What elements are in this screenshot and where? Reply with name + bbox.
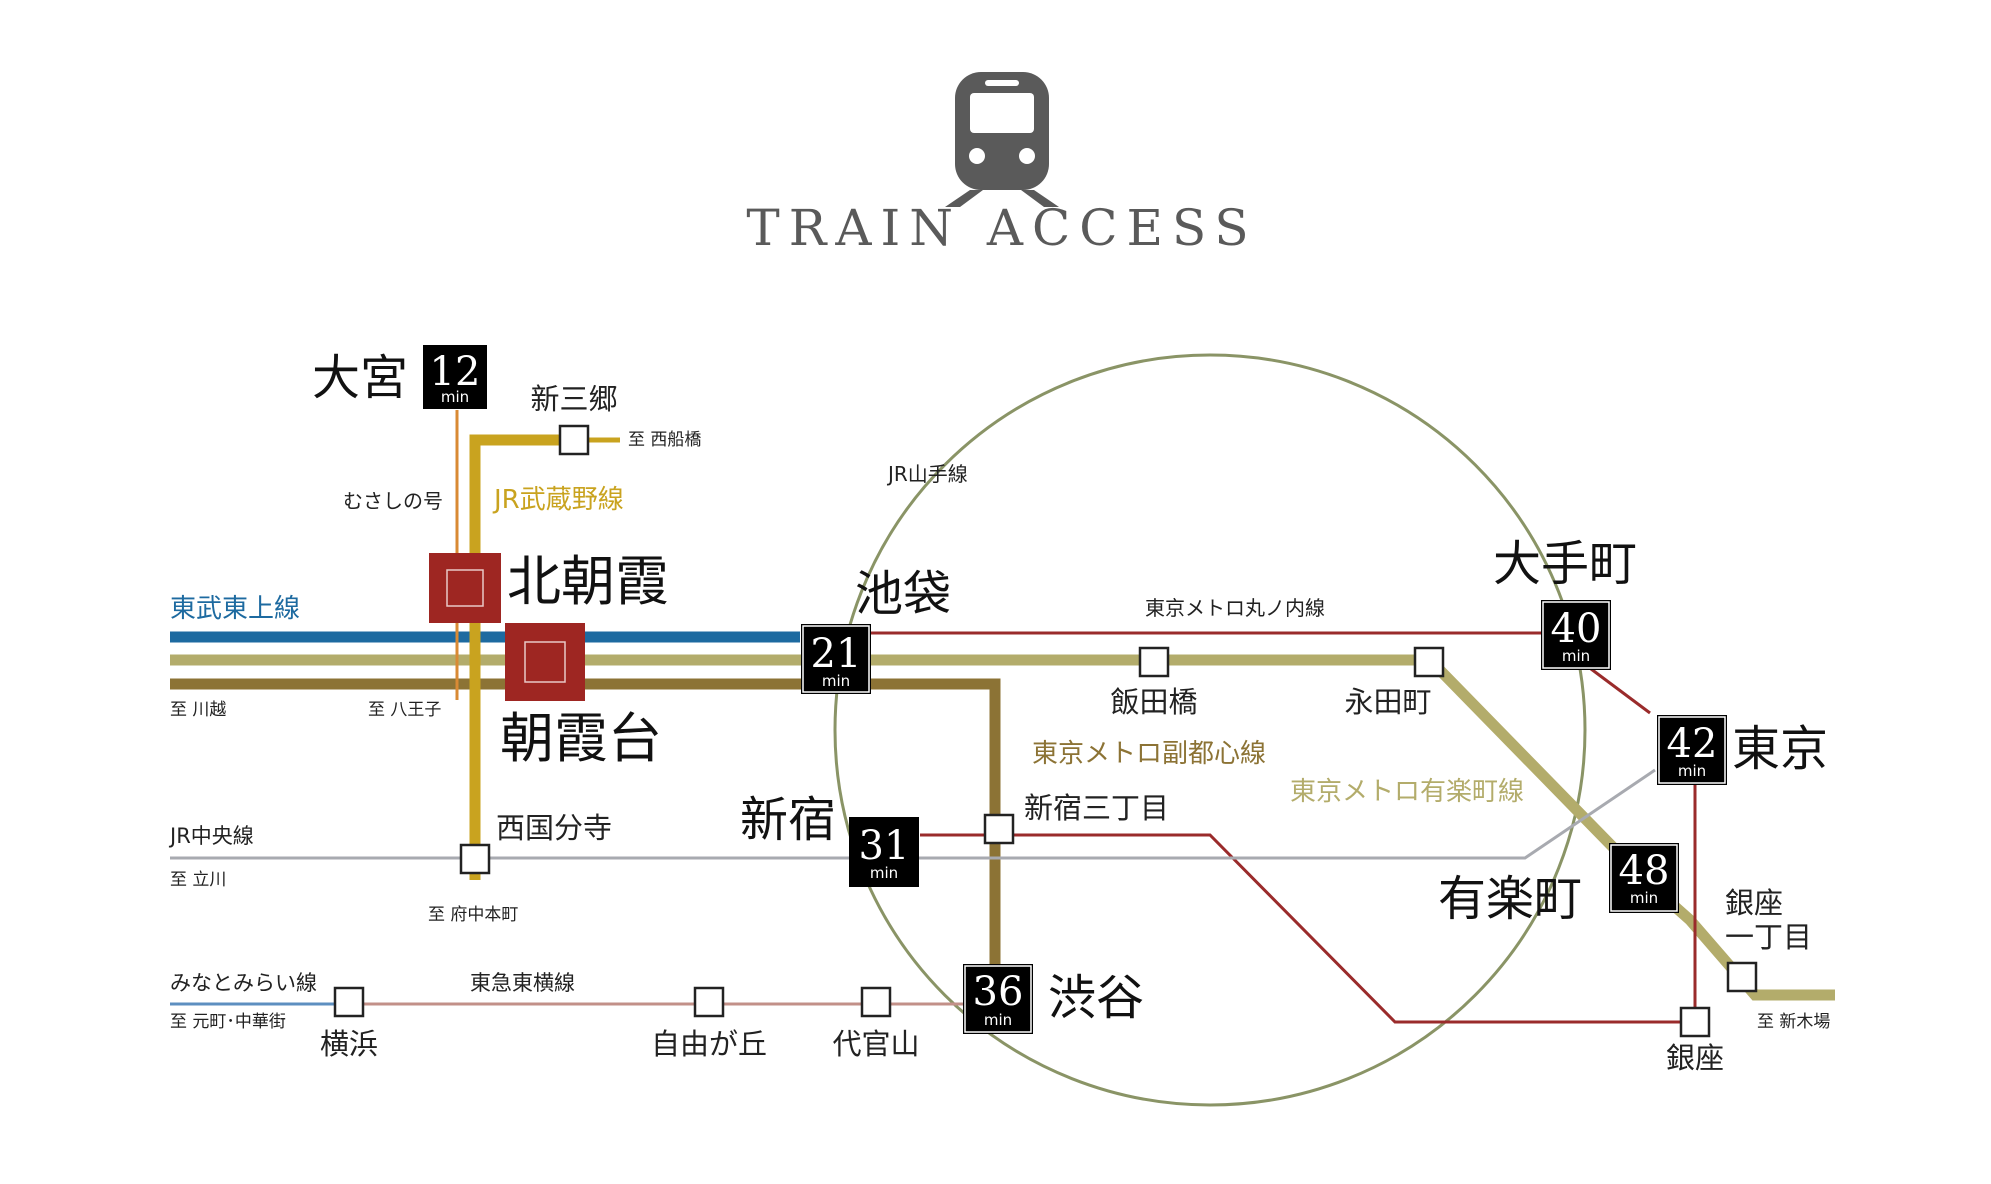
- station-marker-shinmisato[interactable]: [558, 424, 590, 456]
- station-label-ginza-1-line2[interactable]: 一丁目: [1725, 920, 1812, 954]
- svg-text:min: min: [984, 1011, 1012, 1029]
- direction-fuchuhonmachi: 至 府中本町: [428, 905, 518, 925]
- station-label-iidabashi[interactable]: 飯田橋: [1110, 685, 1197, 719]
- svg-text:min: min: [1562, 647, 1590, 665]
- time-badge-ikebukuro: 21 min: [801, 624, 871, 694]
- station-marker-shinjuku-sanchome[interactable]: [983, 813, 1015, 845]
- station-label-kitaasaka[interactable]: 北朝霞: [507, 550, 669, 613]
- station-label-shinmisato[interactable]: 新三郷: [530, 382, 617, 416]
- fukutoshin-line-track: [170, 678, 1001, 985]
- station-marker-ginza[interactable]: [1679, 1006, 1711, 1038]
- page-title: TRAIN ACCESS: [746, 199, 1257, 257]
- station-label-daikanyama[interactable]: 代官山: [832, 1027, 919, 1061]
- station-marker-nagatacho[interactable]: [1413, 646, 1445, 678]
- chuo-line-track: [170, 768, 1656, 860]
- svg-text:12: 12: [430, 349, 481, 395]
- direction-motomachi: 至 元町･中華街: [170, 1012, 286, 1032]
- station-label-yokohama[interactable]: 横浜: [320, 1027, 378, 1061]
- line-label-fukutoshin: 東京メトロ副都心線: [1032, 739, 1266, 769]
- svg-text:42: 42: [1667, 721, 1718, 767]
- station-label-otemachi[interactable]: 大手町: [1493, 536, 1637, 592]
- svg-text:31: 31: [859, 823, 910, 869]
- line-label-yurakucho: 東京メトロ有楽町線: [1290, 777, 1524, 807]
- line-label-yamanote: JR山手線: [886, 462, 968, 486]
- svg-text:min: min: [1630, 889, 1658, 907]
- station-marker-yokohama[interactable]: [333, 986, 365, 1018]
- svg-text:min: min: [870, 864, 898, 882]
- line-label-chuo: JR中央線: [168, 824, 254, 848]
- svg-text:36: 36: [973, 969, 1024, 1015]
- svg-text:min: min: [441, 388, 469, 406]
- station-label-nagatacho[interactable]: 永田町: [1344, 685, 1431, 719]
- station-label-shinjuku-sanchome[interactable]: 新宿三丁目: [1024, 791, 1169, 825]
- time-badge-shinjuku: 31 min: [849, 817, 919, 887]
- station-marker-daikanyama[interactable]: [860, 986, 892, 1018]
- station-marker-nishikokubunji[interactable]: [459, 843, 491, 875]
- direction-shinkiba: 至 新木場: [1757, 1012, 1830, 1032]
- time-badge-omiya: 12 min: [423, 345, 487, 409]
- station-marker-jiyugaoka[interactable]: [693, 986, 725, 1018]
- direction-kawagoe: 至 川越: [170, 700, 226, 720]
- station-label-omiya[interactable]: 大宮: [312, 350, 408, 406]
- station-label-yurakucho[interactable]: 有楽町: [1438, 871, 1582, 927]
- svg-text:21: 21: [811, 631, 862, 677]
- direction-nishifunabashi: 至 西船橋: [628, 430, 701, 450]
- musashino-line-track: [469, 434, 560, 880]
- station-marker-ginza-1[interactable]: [1726, 961, 1758, 993]
- line-label-minatomirai: みなとみらい線: [170, 971, 317, 995]
- time-badge-shibuya: 36 min: [963, 964, 1033, 1034]
- line-label-tobu: 東武東上線: [170, 594, 300, 624]
- station-label-shibuya[interactable]: 渋谷: [1048, 970, 1144, 1026]
- station-label-ikebukuro[interactable]: 池袋: [855, 566, 951, 622]
- direction-tachikawa: 至 立川: [170, 870, 226, 890]
- line-label-marunouchi: 東京メトロ丸ノ内線: [1145, 596, 1325, 620]
- station-label-shinjuku[interactable]: 新宿: [740, 792, 836, 848]
- svg-text:40: 40: [1551, 606, 1602, 652]
- yamanote-line: [833, 353, 1587, 1107]
- station-label-tokyo[interactable]: 東京: [1732, 721, 1828, 777]
- home-station-kitaasaka[interactable]: [429, 553, 501, 623]
- line-label-musashino-go: むさしの号: [343, 489, 443, 513]
- svg-text:48: 48: [1619, 848, 1670, 894]
- station-label-jiyugaoka[interactable]: 自由が丘: [651, 1027, 767, 1061]
- station-label-nishikokubunji[interactable]: 西国分寺: [496, 811, 612, 845]
- direction-hachioji: 至 八王子: [368, 700, 441, 720]
- home-station-asakadai[interactable]: [505, 623, 585, 701]
- station-marker-iidabashi[interactable]: [1138, 646, 1170, 678]
- svg-text:min: min: [822, 672, 850, 690]
- station-label-asakadai[interactable]: 朝霞台: [500, 707, 662, 770]
- line-label-toyoko: 東急東横線: [470, 971, 575, 995]
- marunouchi-line-track-3: [920, 775, 1697, 1024]
- station-label-ginza[interactable]: 銀座: [1666, 1041, 1724, 1075]
- line-label-musashino: JR武蔵野線: [492, 485, 624, 515]
- svg-text:min: min: [1678, 762, 1706, 780]
- train-icon: [945, 72, 1059, 207]
- station-label-ginza-1-line1[interactable]: 銀座: [1725, 886, 1783, 920]
- time-badge-otemachi: 40 min: [1541, 600, 1611, 670]
- time-badge-tokyo: 42 min: [1657, 715, 1727, 785]
- time-badge-yurakucho: 48 min: [1609, 843, 1679, 913]
